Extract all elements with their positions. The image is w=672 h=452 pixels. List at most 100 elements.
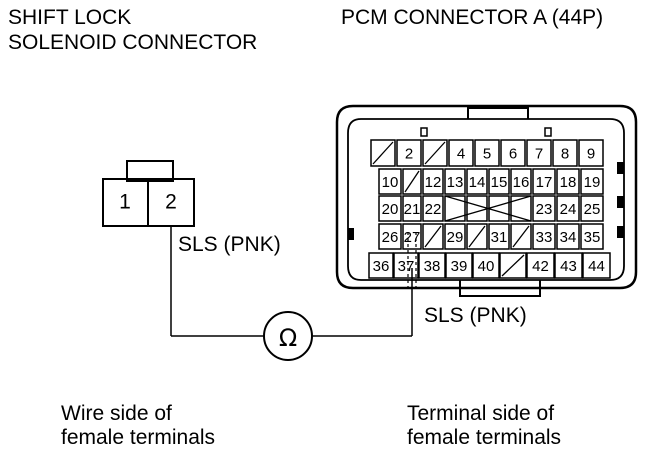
pcm-terminal-36: 36 — [373, 258, 390, 275]
test-circuit: Ω — [170, 225, 413, 361]
pcm-cell — [396, 139, 422, 167]
pcm-cell — [582, 252, 611, 279]
pcm-terminal-8: 8 — [561, 146, 569, 163]
right-footer-line2: female terminals — [407, 426, 561, 449]
pcm-cell — [402, 223, 422, 250]
pcm-cell — [422, 195, 444, 222]
pcm-cell — [402, 168, 422, 195]
pcm-cell — [368, 252, 394, 279]
pcm-cell — [556, 223, 580, 250]
pcm-cell — [532, 195, 556, 222]
pcm-cell — [402, 195, 422, 222]
pcm-terminal-29: 29 — [447, 229, 464, 246]
pcm-cell — [445, 252, 473, 279]
pcm-cell — [510, 168, 532, 195]
pcm-cell — [552, 139, 578, 167]
pcm-terminal-22: 22 — [425, 201, 442, 218]
empty-cavity-mark — [424, 225, 442, 248]
pcm-terminal-44: 44 — [588, 258, 605, 275]
pcm-cell — [422, 168, 444, 195]
pcm-cell — [378, 195, 402, 222]
pcm-cell — [556, 195, 580, 222]
pcm-cell — [578, 139, 604, 167]
pcm-terminal-9: 9 — [587, 146, 595, 163]
pcm-terminal-20: 20 — [382, 201, 399, 218]
empty-cavity-mark — [501, 254, 525, 277]
pcm-terminal-26: 26 — [382, 229, 399, 246]
pcm-cell — [510, 223, 532, 250]
pcm-terminal-6: 6 — [509, 146, 517, 163]
empty-cavity-mark — [512, 225, 530, 248]
right-wire-label: SLS (PNK) — [424, 304, 527, 327]
left-footer-line2: female terminals — [61, 426, 215, 449]
pcm-terminal-42: 42 — [532, 258, 549, 275]
pcm-cell — [466, 195, 488, 222]
pcm-terminal-5: 5 — [483, 146, 491, 163]
probe-mark — [407, 232, 417, 290]
empty-cavity-mark — [404, 170, 420, 193]
pcm-cell — [499, 252, 527, 279]
left-wire-label: SLS (PNK) — [178, 233, 281, 256]
pcm-terminal-14: 14 — [469, 174, 486, 191]
pcm-terminal-31: 31 — [491, 229, 508, 246]
pcm-terminal-35: 35 — [584, 229, 601, 246]
pcm-cell — [488, 168, 510, 195]
pcm-cell — [466, 223, 488, 250]
pcm-cell — [500, 139, 526, 167]
pcm-cell — [378, 223, 402, 250]
pcm-terminal-38: 38 — [424, 258, 441, 275]
pcm-cell — [556, 168, 580, 195]
pcm-terminal-34: 34 — [560, 229, 577, 246]
pcm-terminal-39: 39 — [451, 258, 468, 275]
empty-cavity-mark — [468, 225, 486, 248]
pcm-terminal-21: 21 — [404, 201, 421, 218]
pcm-cell — [444, 168, 466, 195]
right-footer-line1: Terminal side of — [407, 402, 554, 425]
pcm-cell — [554, 252, 583, 279]
pcm-cell — [474, 139, 500, 167]
left-title-line1: SHIFT LOCK — [8, 6, 131, 29]
pcm-cell — [488, 223, 510, 250]
pcm-terminal-10: 10 — [382, 174, 399, 191]
pcm-terminal-4: 4 — [457, 146, 465, 163]
pcm-terminal-24: 24 — [560, 201, 577, 218]
pcm-cell — [532, 168, 556, 195]
pcm-cell — [510, 195, 532, 222]
pcm-terminal-43: 43 — [560, 258, 577, 275]
pcm-cell — [532, 223, 556, 250]
pcm-cell — [526, 139, 552, 167]
solenoid-connector: 1 2 — [102, 160, 195, 227]
pcm-terminal-25: 25 — [584, 201, 601, 218]
pcm-cell — [472, 252, 500, 279]
pcm-cell — [444, 195, 466, 222]
pcm-terminal-12: 12 — [425, 174, 442, 191]
pcm-cell — [378, 168, 402, 195]
empty-cavity-mark — [372, 141, 394, 165]
pcm-cell — [448, 139, 474, 167]
pcm-terminal-33: 33 — [536, 229, 553, 246]
pcm-cell — [466, 168, 488, 195]
pcm-cell — [444, 223, 466, 250]
solenoid-pin-2: 2 — [165, 191, 177, 214]
pcm-terminal-40: 40 — [478, 258, 495, 275]
pcm-terminal-15: 15 — [491, 174, 508, 191]
pcm-terminal-27: 27 — [404, 229, 421, 246]
pcm-terminal-17: 17 — [536, 174, 553, 191]
blocked-area-mark — [444, 195, 532, 222]
left-title-line2: SOLENOID CONNECTOR — [8, 31, 257, 54]
pcm-cell — [370, 139, 396, 167]
pcm-terminal-18: 18 — [560, 174, 577, 191]
empty-cavity-mark — [424, 141, 446, 165]
pcm-cell — [393, 252, 419, 279]
pcm-terminal-37: 37 — [398, 258, 415, 275]
right-title: PCM CONNECTOR A (44P) — [341, 6, 603, 29]
pcm-cell — [422, 223, 444, 250]
ohmmeter-icon — [263, 311, 313, 361]
pcm-cell — [580, 168, 604, 195]
pcm-cell — [422, 139, 448, 167]
pcm-cell — [526, 252, 555, 279]
pcm-terminal-16: 16 — [513, 174, 530, 191]
pcm-terminal-23: 23 — [536, 201, 553, 218]
